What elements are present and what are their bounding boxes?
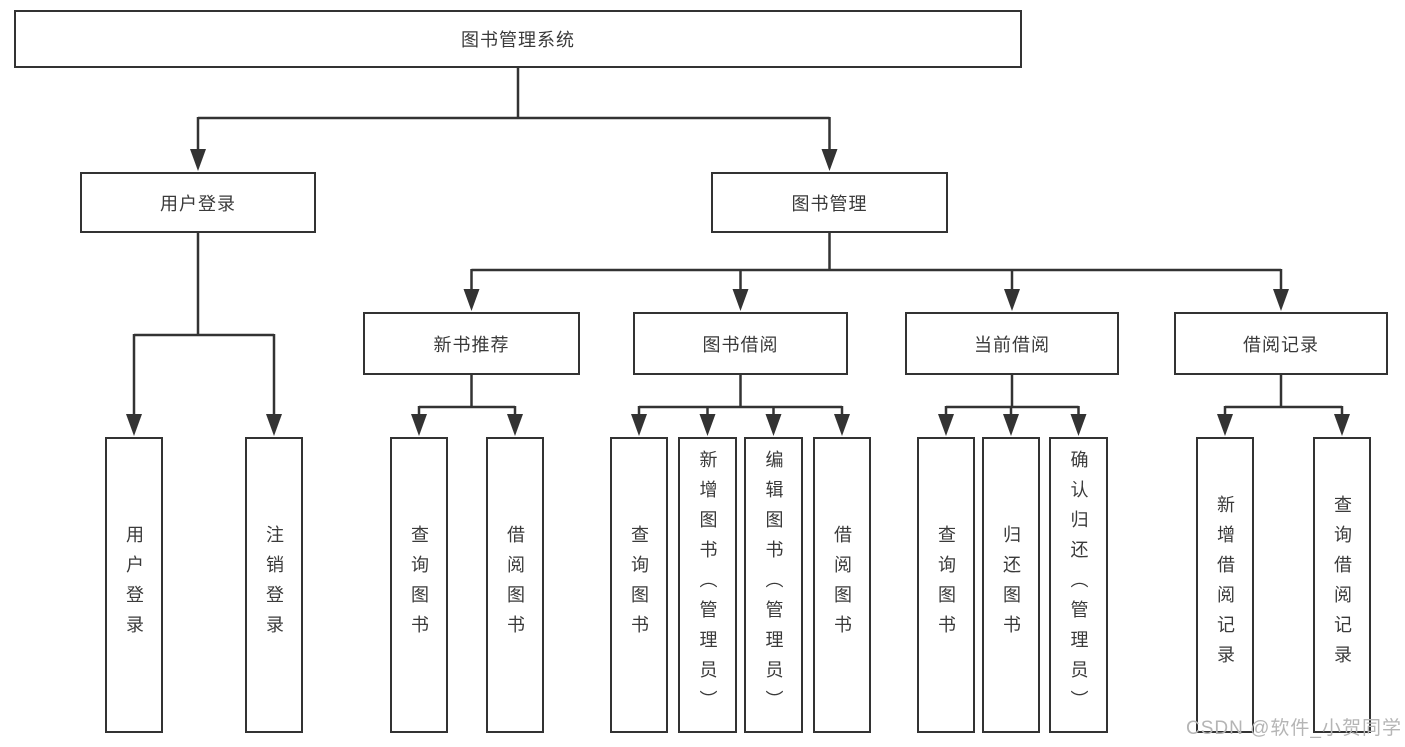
leaf-borrowing-borrow-books-label: 借阅图书 (832, 525, 852, 645)
leaf-return-books-label: 归还图书 (1001, 525, 1021, 645)
leaf-current-query-books: 查询图书 (917, 437, 975, 733)
node-new-book-recommend: 新书推荐 (363, 312, 580, 375)
leaf-return-books: 归还图书 (982, 437, 1040, 733)
leaf-add-borrow-record: 新增借阅记录 (1196, 437, 1254, 733)
node-borrowing-records: 借阅记录 (1174, 312, 1388, 375)
leaf-current-query-books-label: 查询图书 (936, 525, 956, 645)
leaf-logout: 注销登录 (245, 437, 303, 733)
node-book-management-label: 图书管理 (791, 193, 868, 214)
leaf-recommend-query-books-label: 查询图书 (409, 525, 429, 645)
node-user-login-label: 用户登录 (160, 193, 236, 214)
leaf-recommend-query-books: 查询图书 (390, 437, 448, 733)
node-current-borrowing-label: 当前借阅 (974, 334, 1050, 355)
leaf-recommend-borrow-books: 借阅图书 (486, 437, 544, 733)
leaf-edit-books-admin-label: 编辑图书（管理员） (763, 450, 784, 720)
node-current-borrowing: 当前借阅 (905, 312, 1119, 375)
leaf-add-books-admin: 新增图书（管理员） (678, 437, 737, 733)
leaf-borrowing-borrow-books: 借阅图书 (813, 437, 871, 733)
node-book-borrowing-label: 图书借阅 (702, 334, 779, 355)
leaf-query-borrow-record-label: 查询借阅记录 (1332, 495, 1352, 675)
leaf-borrowing-query-books: 查询图书 (610, 437, 668, 733)
node-book-management: 图书管理 (711, 172, 948, 233)
csdn-watermark: CSDN @软件_小贺同学 (1186, 718, 1402, 739)
node-new-book-recommend-label: 新书推荐 (433, 334, 510, 355)
leaf-confirm-return-admin: 确认归还（管理员） (1049, 437, 1108, 733)
leaf-user-login-label: 用户登录 (124, 525, 144, 645)
leaf-add-books-admin-label: 新增图书（管理员） (697, 450, 718, 720)
leaf-logout-label: 注销登录 (264, 525, 284, 645)
node-borrowing-records-label: 借阅记录 (1243, 334, 1319, 355)
node-book-borrowing: 图书借阅 (633, 312, 848, 375)
leaf-query-borrow-record: 查询借阅记录 (1313, 437, 1371, 733)
arrow-down-icons (126, 149, 1350, 436)
leaf-confirm-return-admin-label: 确认归还（管理员） (1068, 450, 1089, 720)
leaf-borrowing-query-books-label: 查询图书 (629, 525, 649, 645)
leaf-user-login: 用户登录 (105, 437, 163, 733)
leaf-recommend-borrow-books-label: 借阅图书 (505, 525, 525, 645)
leaf-edit-books-admin: 编辑图书（管理员） (744, 437, 803, 733)
node-user-login: 用户登录 (80, 172, 316, 233)
leaf-add-borrow-record-label: 新增借阅记录 (1215, 495, 1235, 675)
node-root-system: 图书管理系统 (14, 10, 1022, 68)
node-root-system-label: 图书管理系统 (461, 30, 575, 50)
